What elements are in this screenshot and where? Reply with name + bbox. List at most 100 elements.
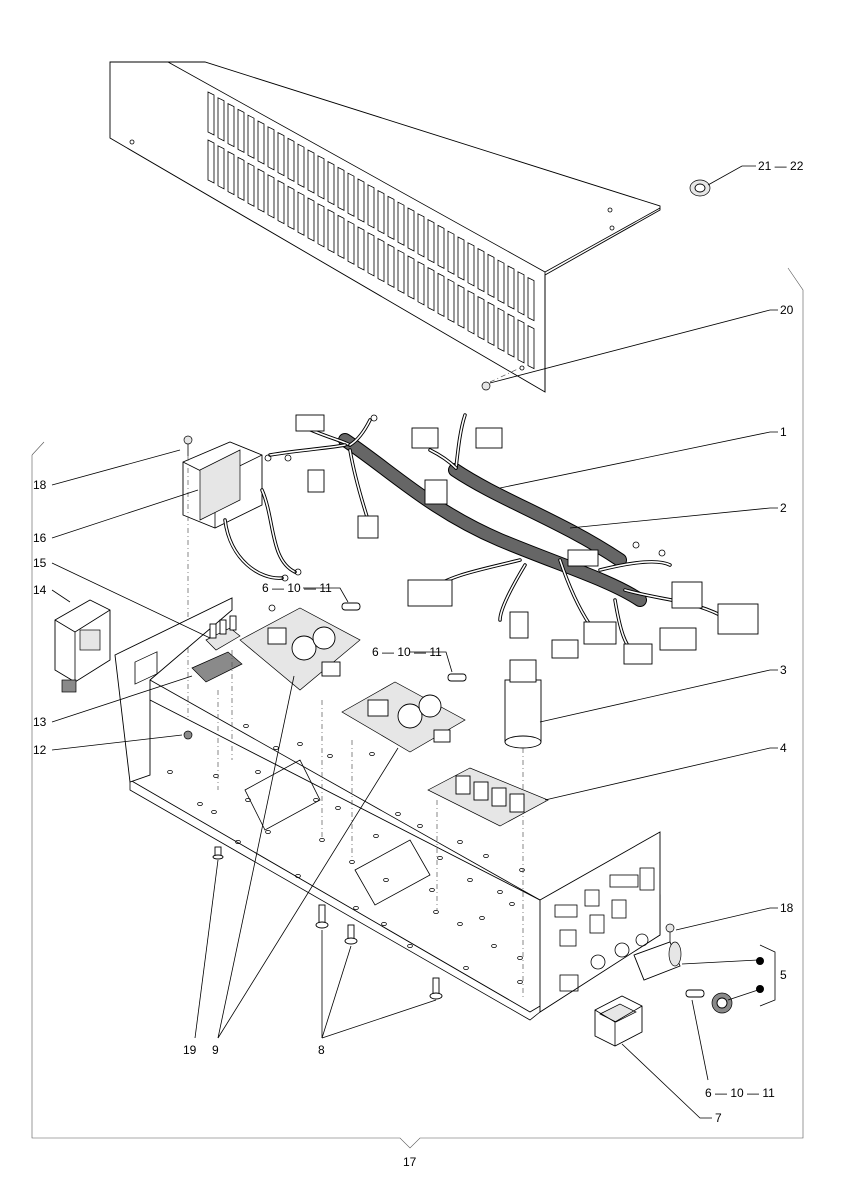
vent-slot: [507, 265, 515, 310]
transformer: [182, 441, 302, 612]
vent-slot: [517, 319, 525, 364]
callout-6-10-11-c: 6 — 10 — 11: [705, 1086, 775, 1100]
vent-slot: [227, 102, 235, 148]
vent-slot: [417, 261, 425, 306]
vent-slot: [327, 160, 335, 206]
screw-18-top: [183, 435, 193, 760]
pcb-left: [239, 607, 361, 691]
base-hole: [245, 798, 251, 803]
callout-2: 2: [780, 501, 787, 515]
vent-slot: [397, 249, 405, 294]
base-hole: [433, 910, 439, 915]
vent-slot: [477, 295, 485, 341]
base-hole: [313, 798, 319, 803]
vent-slot: [507, 313, 515, 358]
callout-9: 9: [212, 1043, 219, 1057]
base-hole: [457, 840, 463, 845]
base-hole: [297, 742, 303, 747]
base-hole: [407, 944, 413, 949]
relay-board: [427, 767, 549, 827]
vent-slot: [477, 247, 485, 293]
vent-slot: [237, 156, 245, 202]
vent-slot: [307, 149, 315, 194]
vent-slot: [407, 255, 415, 300]
vent-slot: [267, 174, 275, 219]
vent-slot: [377, 237, 385, 283]
base-hole: [243, 724, 249, 729]
base-hole: [211, 810, 217, 815]
vent-slot: [267, 126, 275, 171]
vent-slot: [207, 139, 215, 184]
vent-slot: [427, 218, 435, 264]
vent-slot: [457, 236, 465, 281]
vent-slot: [287, 137, 295, 183]
vent-slot: [247, 162, 255, 207]
spacer-19: [212, 846, 224, 860]
vent-slot: [277, 131, 285, 177]
vent-slot: [347, 172, 355, 217]
base-hole: [417, 824, 423, 829]
callout-17: 17: [403, 1155, 417, 1169]
base-hole: [509, 902, 515, 907]
base-hole: [381, 922, 387, 927]
insulator-plate: [191, 651, 243, 683]
filter-capacitor: [504, 659, 542, 1000]
base-hole: [235, 840, 241, 845]
base-hole: [319, 838, 325, 843]
base-hole: [491, 944, 497, 949]
vent-slot: [487, 301, 495, 347]
fuse-holder: [633, 923, 733, 1014]
vent-slot: [497, 259, 505, 304]
base-hole: [167, 770, 173, 775]
base-hole: [197, 802, 203, 807]
vent-slot: [337, 214, 345, 260]
top-cover: [109, 61, 661, 393]
vent-slot: [527, 324, 535, 370]
assembly-bracket-17: [31, 267, 804, 1149]
vent-slot: [347, 220, 355, 265]
bullet-marker-top: [756, 957, 764, 965]
screw-20: [481, 367, 521, 391]
base-hole: [369, 752, 375, 757]
vent-slot: [407, 207, 415, 252]
vent-slot: [297, 191, 305, 236]
callout-6-10-11-b: 6 — 10 — 11: [372, 645, 442, 659]
base-hole: [457, 922, 463, 927]
callout-21-22: 21 — 22: [758, 159, 804, 173]
leader-lines: [51, 165, 778, 1119]
vent-slot: [437, 272, 445, 318]
base-hole: [463, 966, 469, 971]
vent-slot: [367, 232, 375, 277]
fuse-a: [341, 602, 361, 611]
power-socket: [54, 599, 111, 693]
chassis-base: [114, 597, 661, 1021]
vent-slot: [247, 114, 255, 159]
terminal-block: [205, 615, 241, 651]
base-hole: [437, 856, 443, 861]
callout-5: 5: [780, 968, 787, 982]
grommet: [689, 179, 711, 197]
vertical-dash-guides: [217, 650, 438, 910]
callout-18-bottom: 18: [780, 901, 794, 915]
callout-14: 14: [33, 583, 47, 597]
vent-slot: [487, 253, 495, 299]
vent-slot: [497, 307, 505, 352]
callout-20: 20: [780, 303, 794, 317]
base-hole: [335, 806, 341, 811]
base-hole: [383, 878, 389, 883]
vent-slot: [227, 150, 235, 196]
vent-slot: [337, 166, 345, 212]
callout-19: 19: [183, 1043, 197, 1057]
vent-slot: [467, 242, 475, 287]
base-hole: [519, 868, 525, 873]
vent-slot: [257, 168, 265, 213]
base-hole: [295, 874, 301, 879]
vent-slot: [437, 224, 445, 270]
base-hole: [273, 746, 279, 751]
spacers-8: [315, 904, 443, 1000]
base-hole: [353, 906, 359, 911]
callout-16: 16: [33, 531, 47, 545]
nut: [183, 730, 193, 740]
base-hole: [517, 980, 523, 985]
